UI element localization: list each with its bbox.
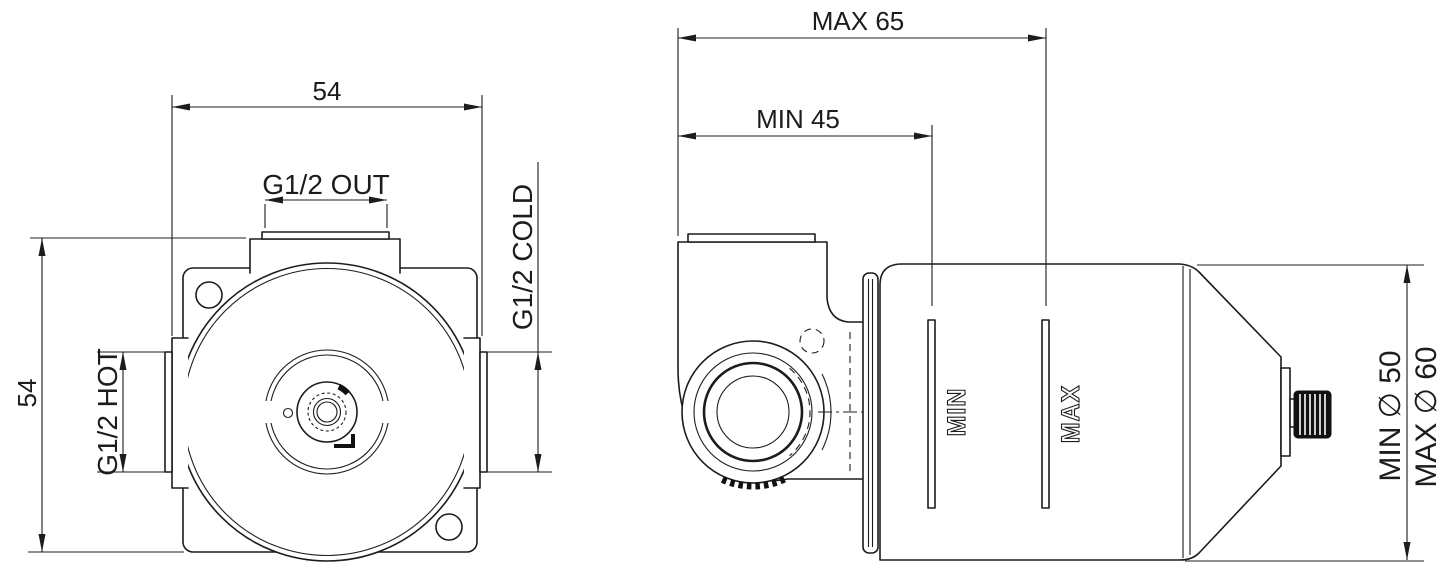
spindle-collar xyxy=(1280,367,1291,457)
ear-bottom-right-hole xyxy=(435,513,463,541)
wall-flange xyxy=(862,272,879,554)
cartridge-collar xyxy=(258,349,396,475)
dim-max-depth: MAX 65 xyxy=(677,6,1047,306)
outlet-label: G1/2 OUT xyxy=(262,169,390,200)
dim-width-value: 54 xyxy=(313,76,342,106)
dim-hole-diameter: MIN ∅ 50 MAX ∅ 60 xyxy=(1185,264,1443,562)
min-marker-label: MIN xyxy=(943,388,971,437)
inlet-port-hot xyxy=(164,337,189,489)
min-tick xyxy=(927,319,936,509)
adjustment-knob xyxy=(1293,390,1332,439)
max-diameter-label: MAX ∅ 60 xyxy=(1410,346,1443,487)
dim-width: 54 xyxy=(171,76,483,336)
front-view: 54 54 G1/2 OUT G1/2 HOT xyxy=(12,76,552,562)
protection-housing xyxy=(879,263,1332,561)
index-mark-top xyxy=(337,383,351,396)
dim-min-depth: MIN 45 xyxy=(678,104,933,306)
outlet-lip-side xyxy=(687,233,816,243)
cartridge xyxy=(282,381,358,448)
dim-height: 54 xyxy=(12,237,246,553)
dim-height-value: 54 xyxy=(12,379,42,408)
valve-body-side xyxy=(677,233,878,490)
ear-top-left-hole xyxy=(195,281,223,309)
index-pin xyxy=(282,407,294,419)
min-depth-value: MIN 45 xyxy=(756,104,840,134)
max-depth-value: MAX 65 xyxy=(812,6,905,36)
inlet-port-cold xyxy=(463,337,488,489)
dim-hot: G1/2 HOT xyxy=(92,348,173,476)
index-mark-bottom xyxy=(334,434,355,448)
min-diameter-label: MIN ∅ 50 xyxy=(1374,350,1407,481)
spline-gear xyxy=(307,392,347,432)
dim-cold: G1/2 COLD xyxy=(487,162,552,473)
hidden-passage xyxy=(799,328,825,354)
hot-label: G1/2 HOT xyxy=(92,348,123,476)
dim-outlet: G1/2 OUT xyxy=(262,169,390,228)
valve-body-outline xyxy=(177,262,477,562)
side-view: MIN MAX MAX 65 MIN 45 MIN ∅ 50 xyxy=(677,6,1443,562)
cold-label: G1/2 COLD xyxy=(507,184,538,330)
max-tick xyxy=(1041,319,1050,509)
max-marker-label: MAX xyxy=(1057,385,1085,444)
depth-markers: MIN MAX xyxy=(927,319,1086,509)
